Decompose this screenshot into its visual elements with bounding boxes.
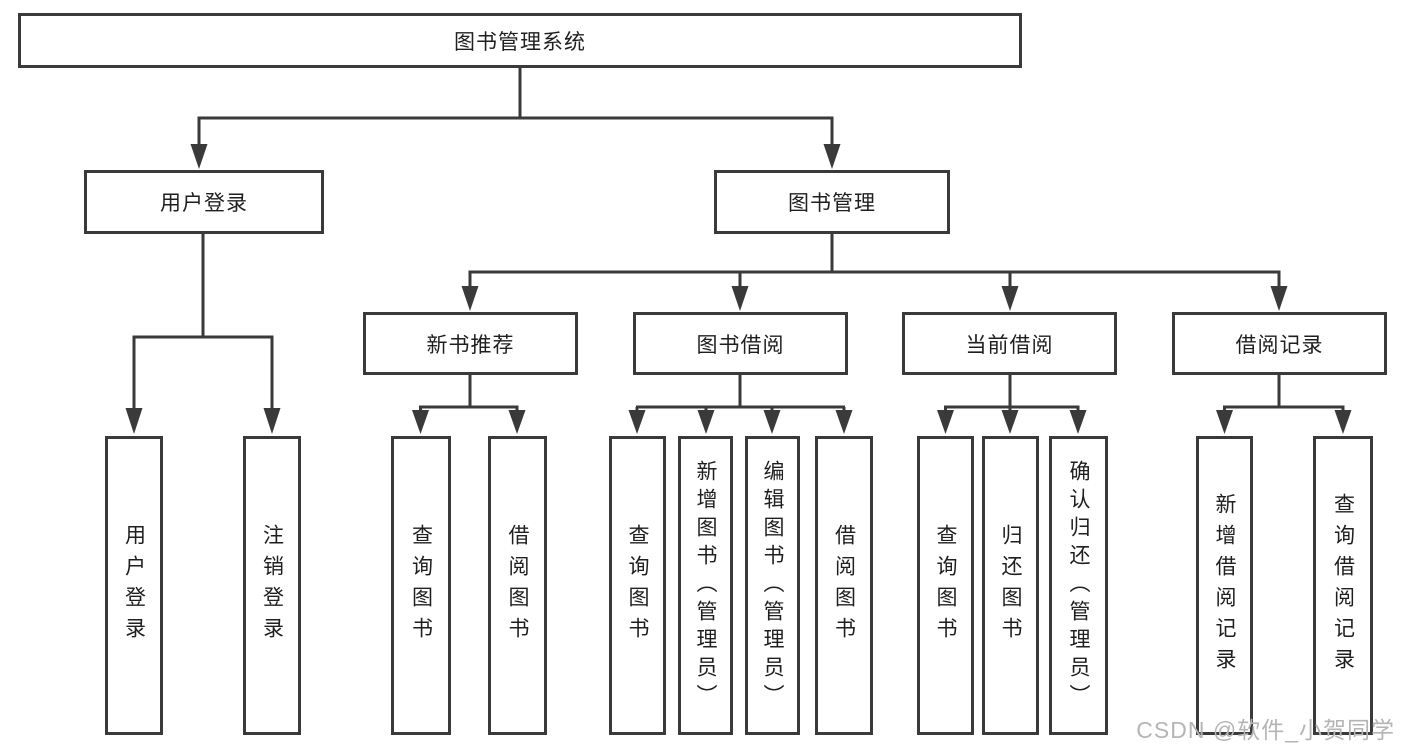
leaf-query-borrow-record: 查询借阅记录 (1313, 436, 1373, 735)
leaf-add-book-admin: 新增图书（管理员） (678, 436, 733, 735)
leaf-user-login: 用户登录 (105, 436, 163, 735)
leaf-borrow-book-2: 借阅图书 (815, 436, 873, 735)
csdn-watermark: CSDN @软件_小贺同学 (1136, 717, 1395, 743)
leaf-label: 注销登录 (260, 523, 284, 648)
leaf-label: 归还图书 (999, 523, 1022, 648)
leaf-confirm-return-admin: 确认归还（管理员） (1049, 436, 1108, 735)
arrowhead-icon (1069, 410, 1087, 434)
arrowhead-icon (1216, 410, 1233, 434)
connector-newbook-to-leaves (412, 375, 526, 434)
arrowhead-icon (835, 410, 853, 434)
arrowhead-icon (937, 410, 954, 434)
leaf-label: 查询图书 (626, 523, 649, 648)
arrowhead-icon (263, 408, 281, 434)
leaf-add-borrow-record: 新增借阅记录 (1196, 436, 1253, 735)
arrowhead-icon (190, 144, 208, 169)
node-user-login: 用户登录 (84, 170, 324, 234)
node-book-borrow: 图书借阅 (633, 312, 848, 375)
leaf-label: 用户登录 (122, 523, 146, 648)
arrowhead-icon (731, 286, 749, 311)
arrowhead-icon (1270, 286, 1288, 311)
node-root: 图书管理系统 (18, 13, 1022, 68)
arrowhead-icon (1001, 286, 1019, 311)
arrowhead-icon (1334, 410, 1352, 434)
node-book-management: 图书管理 (714, 170, 950, 234)
leaf-query-book-1: 查询图书 (391, 436, 451, 735)
connector-currentborrow-to-leaves (937, 375, 1087, 434)
leaf-label: 借阅图书 (506, 523, 529, 648)
arrowhead-icon (1001, 410, 1019, 434)
leaf-return-book: 归还图书 (982, 436, 1039, 735)
leaf-label: 新增借阅记录 (1213, 492, 1236, 679)
leaf-label: 查询图书 (934, 523, 957, 648)
leaf-label: 新增图书（管理员） (694, 459, 717, 712)
connector-userlogin-to-leaves (125, 234, 281, 434)
node-new-book-recommend: 新书推荐 (363, 312, 578, 375)
arrowhead-icon (823, 144, 841, 169)
arrowhead-icon (763, 410, 781, 434)
arrowhead-icon (125, 408, 143, 434)
leaf-borrow-book-1: 借阅图书 (488, 436, 547, 735)
leaf-label: 查询借阅记录 (1331, 492, 1355, 679)
connector-records-to-leaves (1216, 375, 1352, 434)
node-borrow-records: 借阅记录 (1172, 312, 1387, 375)
leaf-edit-book-admin: 编辑图书（管理员） (745, 436, 800, 735)
connector-bookmgmt-to-level3 (461, 234, 1288, 311)
node-current-borrow: 当前借阅 (902, 312, 1117, 375)
leaf-query-book-2: 查询图书 (609, 436, 666, 735)
connector-bookborrow-to-leaves (628, 375, 853, 434)
leaf-query-book-3: 查询图书 (917, 436, 974, 735)
leaf-logout: 注销登录 (243, 436, 301, 735)
connector-root-to-level2 (190, 66, 841, 169)
leaf-label: 查询图书 (409, 523, 433, 648)
arrowhead-icon (412, 410, 429, 434)
arrowhead-icon (628, 410, 646, 434)
arrowhead-icon (508, 410, 526, 434)
arrowhead-icon (461, 286, 479, 311)
arrowhead-icon (697, 410, 715, 434)
leaf-label: 编辑图书（管理员） (761, 459, 784, 712)
leaf-label: 确认归还（管理员） (1067, 459, 1090, 712)
leaf-label: 借阅图书 (832, 523, 856, 648)
